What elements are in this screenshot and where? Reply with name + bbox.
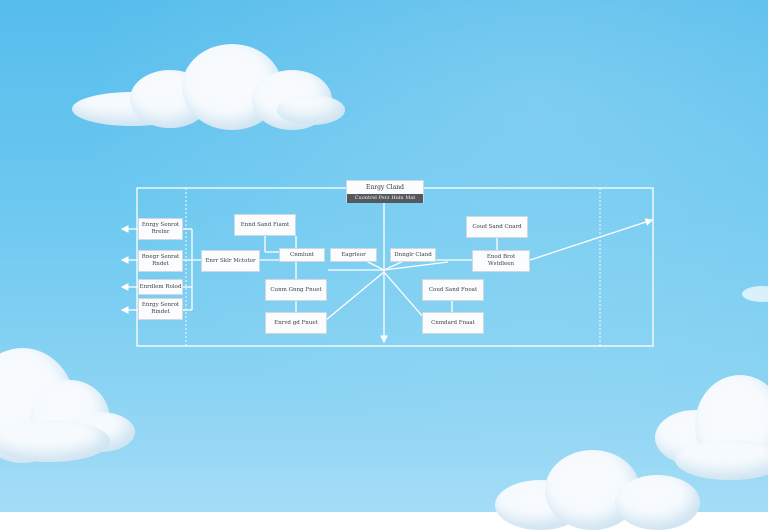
node-left-4: Enrgy Senrot Rindet — [138, 298, 183, 320]
diagram-title: Enrgy Cland — [365, 184, 405, 191]
node-center: Eagrleor — [330, 248, 377, 262]
arrow-right-out — [529, 218, 654, 261]
node-lower-right-1: Coud Sand Fnoat — [422, 279, 484, 301]
node-center-left: Cnmlunt — [279, 248, 325, 262]
diagram-title-box: Enrgy Cland Cuontrel Perz Hnln Mat — [346, 180, 424, 203]
node-left-2: Rnegr Senrat Rndet — [138, 250, 183, 272]
diagram-subtitle: Cuontrel Perz Hnln Mat — [347, 194, 423, 203]
node-lower-right-2: Cnmdard Fnaat — [422, 312, 484, 334]
cloud-bottom-left — [0, 340, 170, 470]
node-upper-right: Coud Sand Cnard — [466, 216, 528, 238]
node-right: Enod Brot Wstdleen — [472, 250, 530, 272]
node-center-right: Dnnglr Cland — [390, 248, 436, 262]
node-left-1: Enrgy Senrot Rrelnr — [138, 218, 183, 240]
node-left-3: Enrdlem Rolod — [138, 279, 183, 295]
node-lower-left-1: Cunm Gnng Fnuet — [265, 279, 327, 301]
node-mid-left: Enrr Sklr Mctotor — [201, 250, 260, 272]
node-upper-left: Ennd Sand Fiamt — [234, 214, 296, 236]
diagram-connectors — [120, 218, 654, 344]
node-lower-left-2: Enrvd gd Fnuet — [265, 312, 327, 334]
cloud-bottom-right — [655, 370, 768, 490]
cloud-far-right — [742, 282, 768, 302]
cloud-top-left — [72, 40, 352, 135]
